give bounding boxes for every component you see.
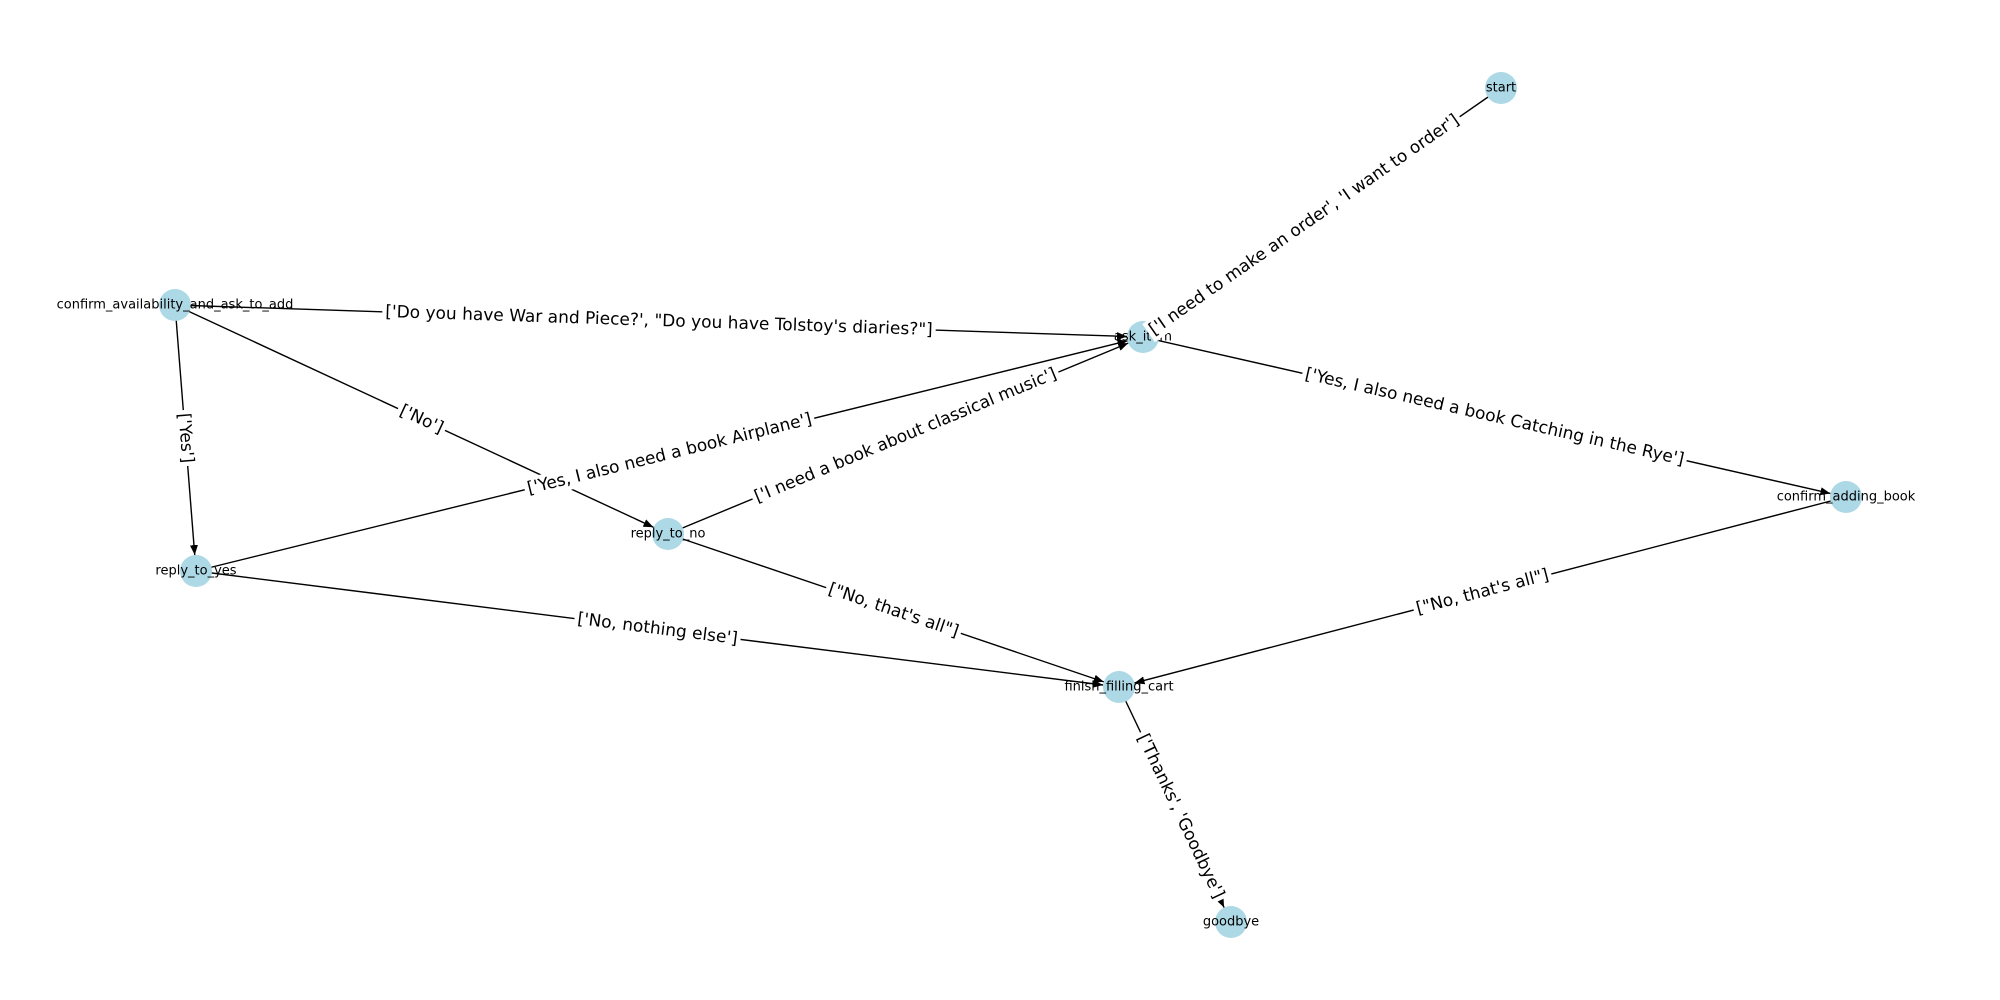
edge-label: ['Yes, I also need a book Catching in th… [1303,364,1686,470]
node-label: reply_to_yes [155,564,236,579]
node-circle [1103,671,1135,703]
edge-label-group: ["No, that's all"] [822,577,965,644]
edge-label: ['Yes'] [174,412,198,463]
node-label: confirm_availability_and_ask_to_add [57,298,294,313]
edge-label-group: ['Do you have War and Piece?', "Do you h… [381,300,937,342]
edge-label-group: ['Thanks', 'Goodbye'] [1130,727,1231,905]
edge-label-background [1410,563,1555,621]
edge-label-group: ['Yes'] [172,409,199,467]
edges-layer [174,87,1847,908]
edge-label: ['Thanks', 'Goodbye'] [1133,731,1228,902]
node-confirm_availability_and_ask_to_add: confirm_availability_and_ask_to_add [57,289,294,321]
node-start: start [1485,72,1517,104]
edge-label-background [172,409,199,467]
node-circle [159,289,191,321]
edge-label-group: ['I need a book about classical music'] [748,361,1063,510]
node-label: confirm_adding_book [1777,490,1916,505]
edge-label-background [1299,362,1690,472]
node-circle [1215,906,1247,938]
edge-label-background [522,407,817,501]
edge-label-background [1142,107,1466,343]
node-label: goodbye [1203,915,1259,930]
node-circle [180,555,212,587]
edge-label-background [573,607,742,651]
edge-label-group: ['I need to make an order', 'I want to o… [1142,107,1466,343]
edge-label: ['No'] [397,401,447,438]
node-goodbye: goodbye [1203,906,1259,938]
edge-label-background [748,361,1063,510]
node-label: reply_to_no [631,527,706,542]
edge-label: ['No, nothing else'] [576,609,739,649]
edge-label: ["No, that's all"] [1414,565,1551,619]
edge-label-group: ['Yes, I also need a book Catching in th… [1299,362,1690,472]
edge-label-background [822,577,965,644]
edge-label-group: ['No'] [393,398,450,441]
node-reply_to_yes: reply_to_yes [155,555,237,587]
edge-label: ["No, that's all"] [826,579,961,642]
edge-label-background [381,300,937,342]
node-label: start [1486,81,1516,96]
edge-label: ['I need to make an order', 'I want to o… [1145,110,1463,339]
edge-label-group: ['No, nothing else'] [573,607,742,651]
node-circle [1830,481,1862,513]
edge-label-group: ["No, that's all"] [1410,563,1555,621]
node-reply_to_no: reply_to_no [631,518,706,550]
edge-label-background [393,398,450,441]
node-finish_filling_cart: finish_filling_cart [1064,671,1174,703]
node-confirm_adding_book: confirm_adding_book [1777,481,1916,513]
edge-labels-layer: ['I need to make an order', 'I want to o… [172,107,1690,905]
edge-label: ['Do you have War and Piece?', "Do you h… [385,302,933,340]
edge-label-background [1130,727,1231,905]
node-circle [652,518,684,550]
node-circle [1485,72,1517,104]
nodes-layer: startask_itemconfirm_availability_and_as… [57,72,1916,938]
edge-label: ['I need a book about classical music'] [752,364,1060,507]
node-label: finish_filling_cart [1064,680,1173,695]
